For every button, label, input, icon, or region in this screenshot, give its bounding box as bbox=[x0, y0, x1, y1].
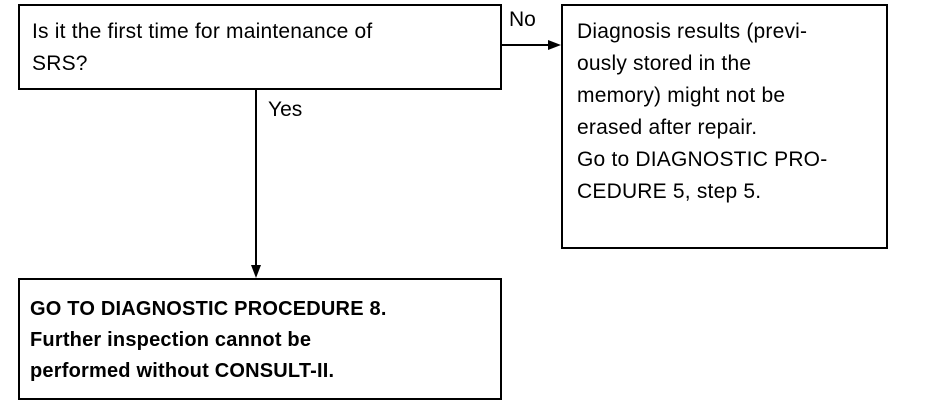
no-result-text-line: erased after repair. bbox=[577, 116, 758, 139]
no-result-text-line: ously stored in the bbox=[577, 52, 752, 75]
no-result-text-line: memory) might not be bbox=[577, 84, 786, 107]
yes-branch-label: Yes bbox=[268, 98, 303, 121]
no-result-box: Diagnosis results (previ- ously stored i… bbox=[561, 4, 888, 249]
no-branch-arrowhead bbox=[548, 40, 561, 50]
yes-result-text-line: GO TO DIAGNOSTIC PROCEDURE 8. bbox=[30, 298, 387, 320]
no-result-text-line: CEDURE 5, step 5. bbox=[577, 180, 762, 203]
question-text-line: SRS? bbox=[32, 52, 88, 75]
no-result-text-line: Diagnosis results (previ- bbox=[577, 20, 808, 43]
question-box: Is it the first time for maintenance of … bbox=[18, 4, 502, 90]
yes-result-text-line: Further inspection cannot be bbox=[30, 329, 312, 351]
yes-result-box: GO TO DIAGNOSTIC PROCEDURE 8. Further in… bbox=[18, 278, 502, 400]
yes-result-text-line: performed without CONSULT-II. bbox=[30, 360, 335, 382]
no-branch-label: No bbox=[509, 8, 536, 31]
no-result-text-line: Go to DIAGNOSTIC PRO- bbox=[577, 148, 828, 171]
question-text-line: Is it the first time for maintenance of bbox=[32, 20, 373, 43]
yes-branch-arrowhead bbox=[251, 265, 261, 278]
